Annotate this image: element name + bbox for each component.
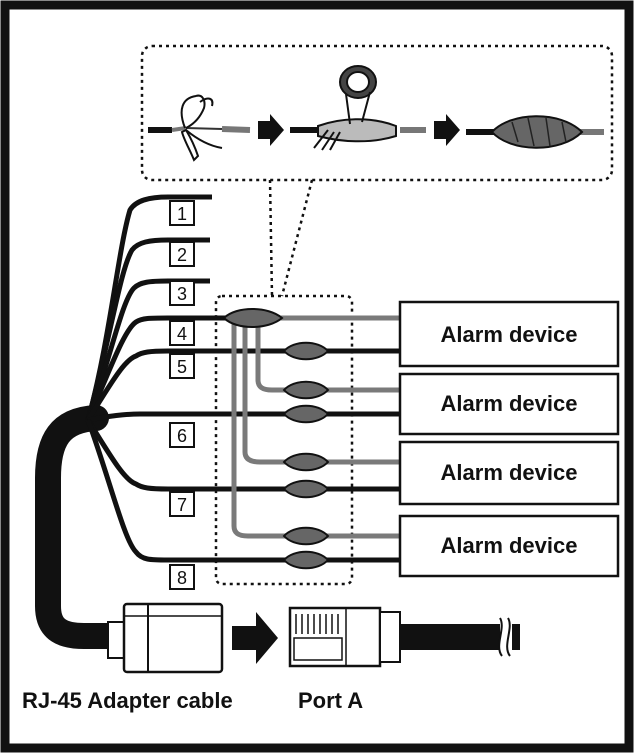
port-a-plug	[288, 606, 520, 668]
inset-dashed-box	[140, 44, 614, 182]
port-a-label: Port A	[298, 688, 363, 713]
wire-number-8: 8	[177, 568, 187, 588]
wire-number-7: 7	[177, 495, 187, 515]
alarm-device-label-2: Alarm device	[441, 391, 578, 416]
splice-joint	[282, 341, 330, 361]
leader-line-left	[268, 179, 274, 297]
wire-6	[87, 411, 400, 423]
wire-2	[85, 237, 210, 421]
step-arrow-2	[434, 114, 460, 146]
wire-number-labels: 1 2 3 4 5 6 7 8	[169, 200, 195, 590]
alarm-device-box-3	[398, 440, 620, 506]
wire-4	[85, 315, 228, 422]
rj45-adapter-connector	[107, 602, 224, 674]
wire-number-6: 6	[177, 426, 187, 446]
wire-8	[85, 419, 400, 563]
fanned-wires	[85, 194, 400, 563]
taped-joint-icon	[466, 115, 604, 149]
alarm-devices: Alarm device Alarm device Alarm device A…	[398, 300, 620, 578]
leader-line-right	[280, 179, 314, 297]
alarm-device-label-1: Alarm device	[441, 322, 578, 347]
splice-joint	[282, 550, 330, 570]
alarm-device-label-3: Alarm device	[441, 460, 578, 485]
connect-arrow	[232, 612, 278, 664]
adapter-cable-label: RJ-45 Adapter cable	[22, 688, 233, 713]
alarm-device-box-1	[398, 300, 620, 368]
wire-number-3: 3	[177, 284, 187, 304]
wire-number-4: 4	[177, 324, 187, 344]
splice-joint	[222, 308, 284, 328]
splice-joints	[222, 308, 330, 570]
step-arrow-1	[258, 114, 284, 146]
wire-number-2: 2	[177, 245, 187, 265]
main-cable	[35, 405, 129, 649]
wire-stripper-icon	[148, 94, 251, 162]
wire-number-1: 1	[177, 204, 187, 224]
wire-3	[85, 278, 210, 421]
splice-joint	[282, 380, 330, 400]
alarm-device-box-4	[398, 514, 620, 578]
alarm-device-label-4: Alarm device	[441, 533, 578, 558]
wire-7	[85, 418, 400, 492]
splice-joint	[282, 526, 330, 546]
splice-joint	[282, 479, 330, 499]
alarm-device-box-2	[398, 372, 620, 436]
tape-roll-icon	[290, 65, 426, 151]
inset-steps	[140, 44, 614, 182]
splice-joint	[282, 404, 330, 424]
splice-joint	[282, 452, 330, 472]
wire-number-5: 5	[177, 357, 187, 377]
wire-5	[85, 348, 400, 422]
